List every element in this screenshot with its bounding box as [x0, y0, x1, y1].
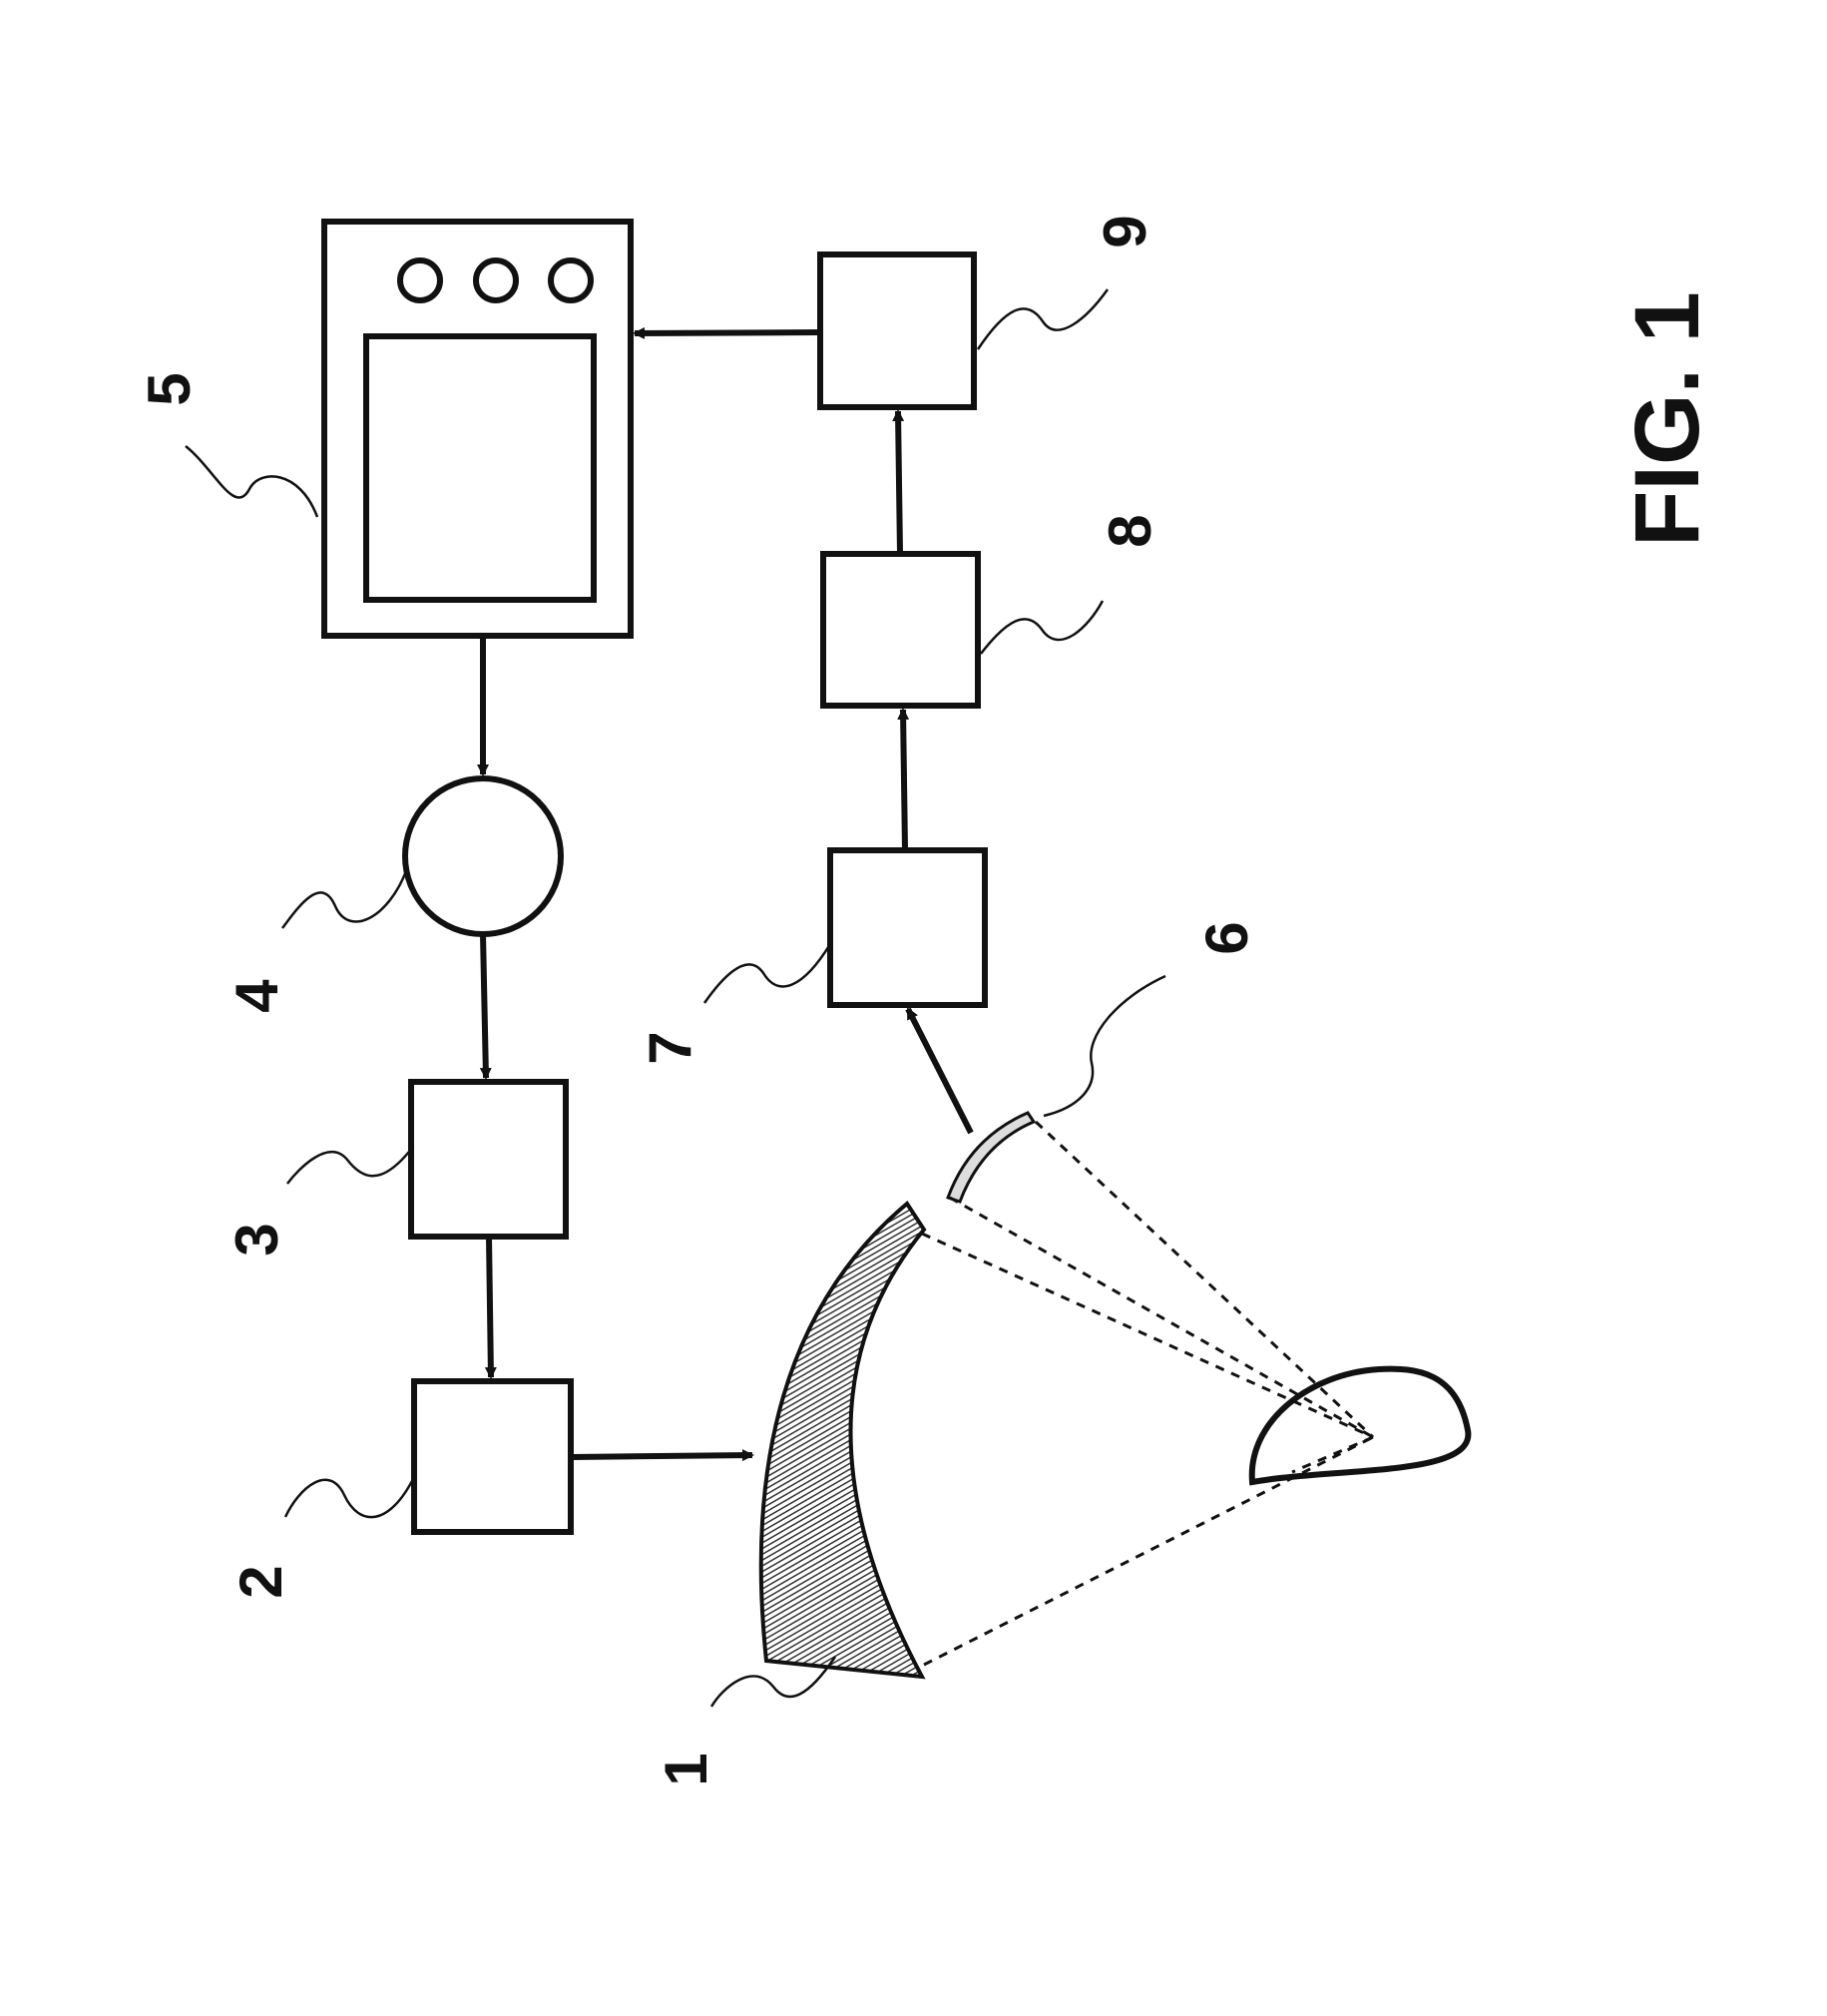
- label-9: 9: [1092, 215, 1158, 248]
- console-knob: [551, 260, 591, 300]
- block-7: [830, 850, 985, 1005]
- control-console: [324, 222, 631, 636]
- label-2: 2: [228, 1565, 294, 1598]
- beam-line: [924, 1437, 1373, 1665]
- arrow-3-to-2: [489, 1237, 491, 1377]
- leader-6: [1044, 976, 1165, 1116]
- leader-7: [704, 944, 830, 1003]
- circle-element-4: [405, 778, 561, 934]
- block-3: [411, 1082, 566, 1237]
- arrow-4-to-3: [483, 934, 486, 1078]
- transducer-arc: [761, 1204, 924, 1677]
- detector-arc: [948, 1113, 1034, 1202]
- arrow-8-to-9: [898, 411, 900, 554]
- label-8: 8: [1097, 514, 1163, 547]
- leader-8: [981, 601, 1103, 654]
- label-4: 4: [224, 979, 290, 1013]
- leader-5: [186, 446, 317, 517]
- arrow-9-to-console: [635, 332, 820, 333]
- leader-3: [287, 1152, 409, 1184]
- label-3: 3: [224, 1223, 290, 1256]
- leader-4: [282, 868, 407, 928]
- figure-title: FIG. 1: [1616, 291, 1718, 547]
- arrow-detector-to-7: [908, 1009, 971, 1133]
- label-1: 1: [653, 1753, 719, 1785]
- label-5: 5: [136, 372, 203, 405]
- block-9: [820, 254, 974, 407]
- beam-line: [1036, 1122, 1373, 1437]
- label-6: 6: [1193, 921, 1260, 954]
- console-screen: [366, 336, 594, 600]
- block-8: [823, 554, 978, 706]
- console-knob: [400, 260, 440, 300]
- leader-2: [285, 1477, 414, 1517]
- block-2: [414, 1381, 571, 1532]
- label-7: 7: [637, 1031, 703, 1064]
- leader-9: [978, 289, 1108, 349]
- beam-line: [950, 1198, 1373, 1437]
- console-knob: [476, 260, 516, 300]
- arrow-7-to-8: [903, 710, 905, 850]
- arrow-2-to-transducer: [571, 1455, 752, 1457]
